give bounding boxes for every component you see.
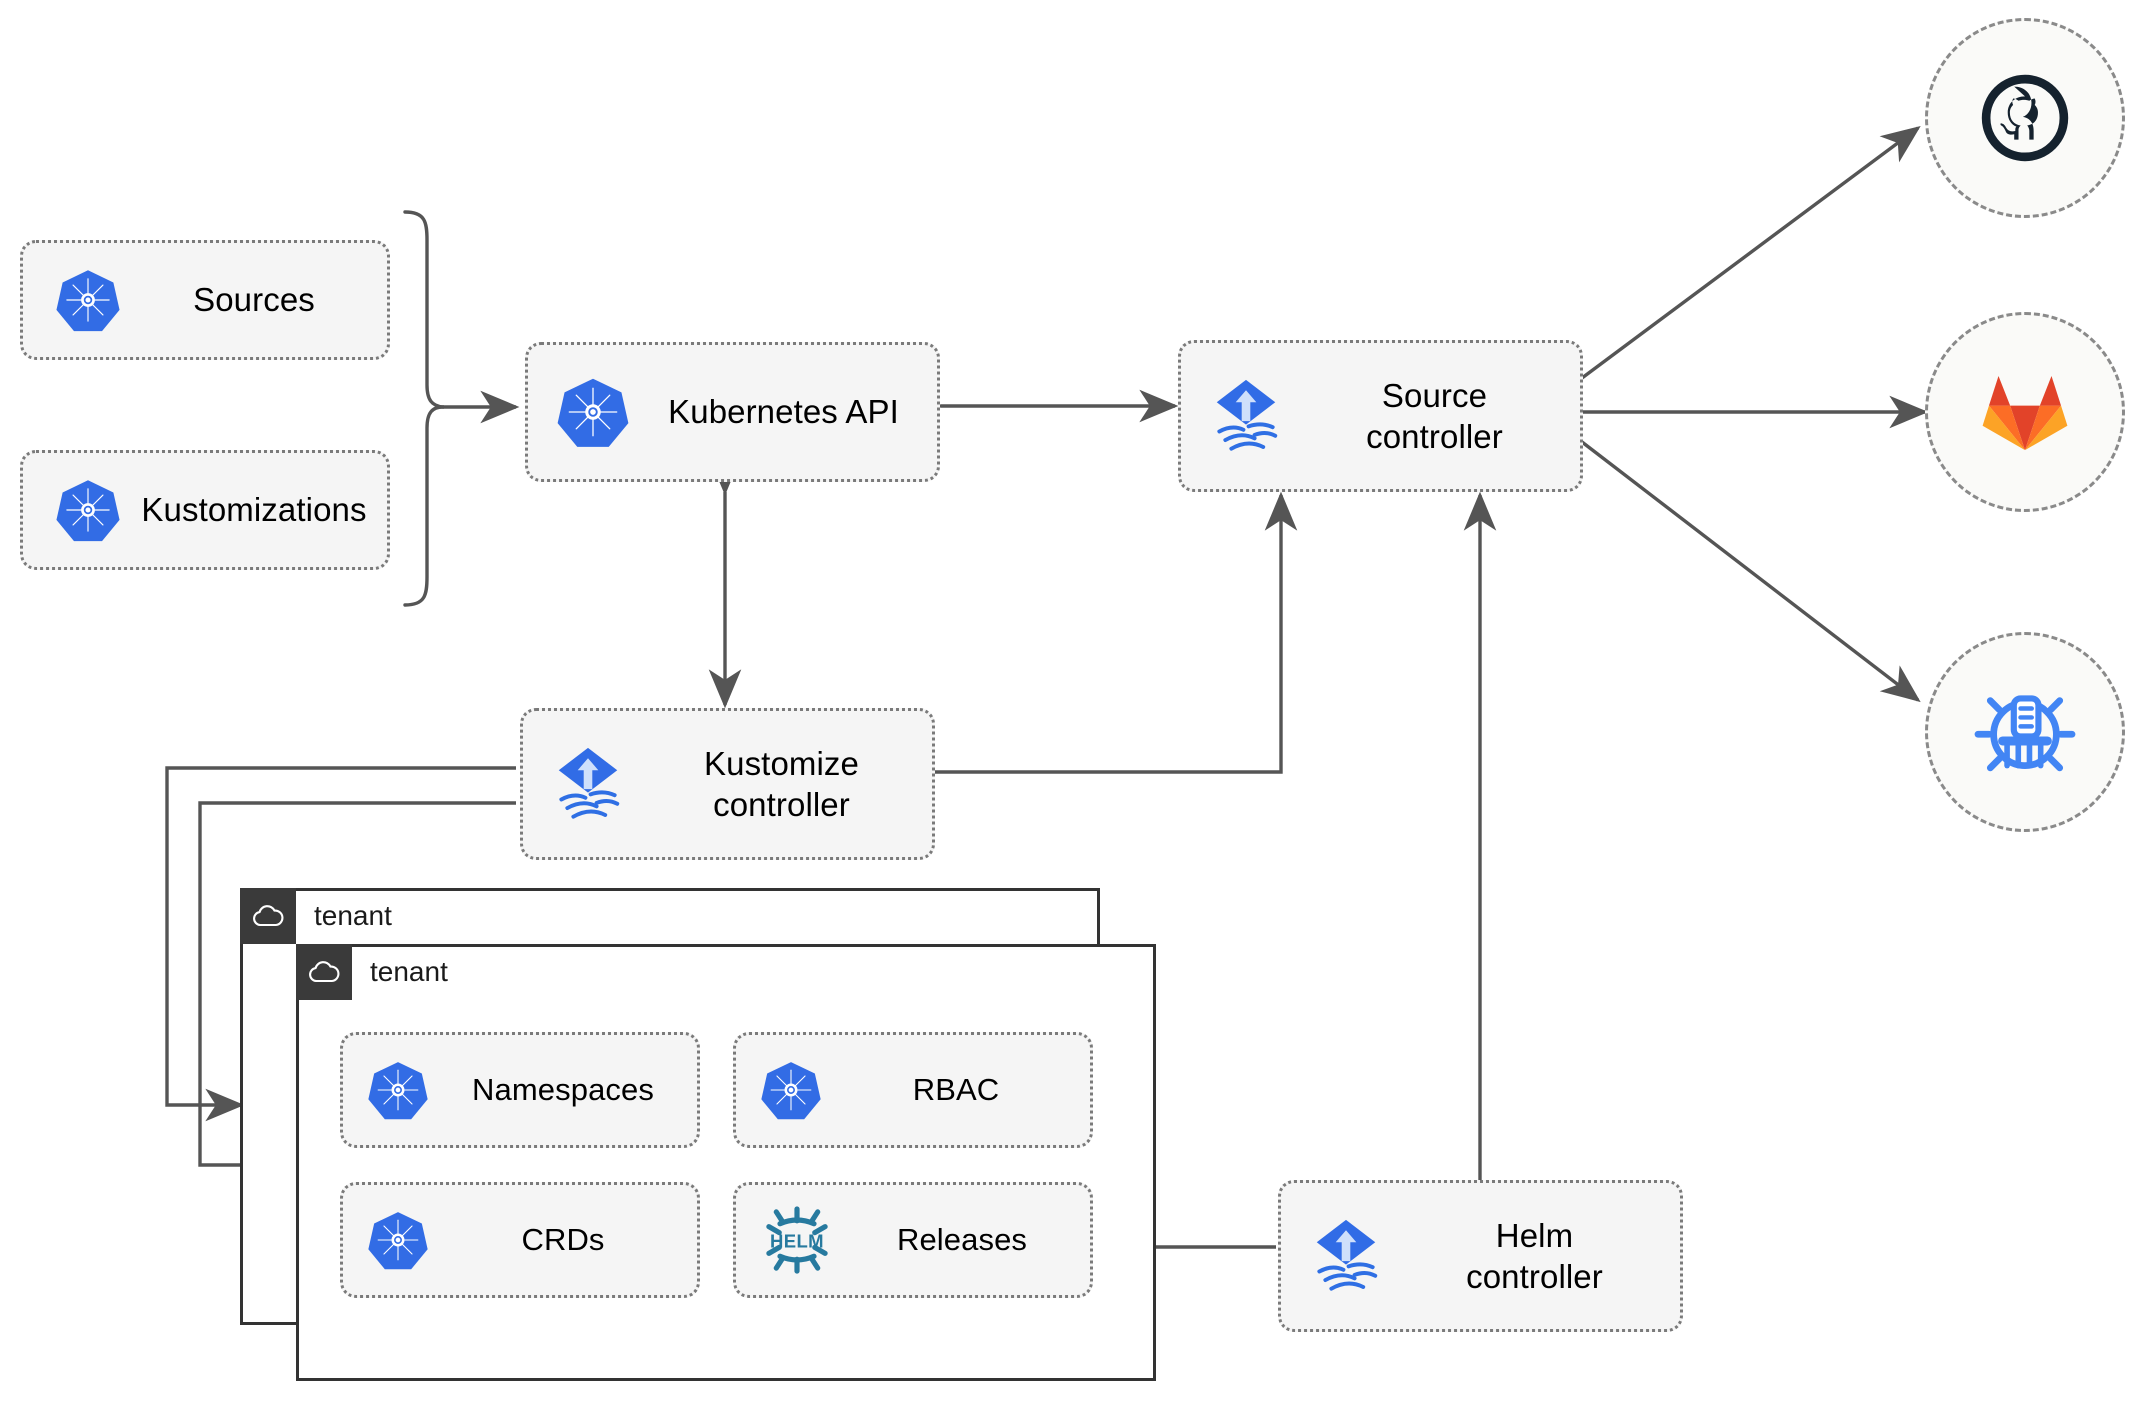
custom-resources-bracket	[403, 210, 445, 607]
gitlab-icon	[1982, 375, 2068, 451]
node-source-controller[interactable]: Source controller	[1178, 340, 1583, 492]
node-releases[interactable]: HELM Releases	[733, 1182, 1093, 1298]
node-kubernetes-api[interactable]: Kubernetes API	[525, 342, 940, 482]
flux-icon	[1303, 1213, 1389, 1299]
provider-harbor[interactable]	[1925, 632, 2125, 832]
edge-source-harbor	[1580, 440, 1921, 703]
kubernetes-icon	[556, 375, 630, 449]
harbor-icon	[1974, 695, 2076, 772]
node-label: Source controller	[1366, 376, 1503, 455]
cloud-icon	[240, 888, 296, 944]
node-helm-controller[interactable]: Helm controller	[1278, 1180, 1683, 1332]
tenant-tab: tenant	[240, 888, 392, 944]
node-label: RBAC	[912, 1071, 1000, 1107]
svg-text:HELM: HELM	[770, 1230, 824, 1251]
flux-icon	[545, 741, 631, 827]
edge-kustomize-source	[935, 491, 1298, 774]
kubernetes-icon	[760, 1059, 822, 1121]
kubernetes-icon	[367, 1059, 429, 1121]
node-label: Sources	[193, 281, 315, 319]
node-label: Releases	[896, 1221, 1028, 1257]
cloud-icon	[296, 944, 352, 1000]
node-crds[interactable]: CRDs	[340, 1182, 700, 1298]
kubernetes-icon	[367, 1209, 429, 1271]
tenant-label: tenant	[370, 956, 448, 987]
tenant-tab: tenant	[296, 944, 448, 1000]
flux-icon	[1203, 373, 1289, 459]
node-label: Namespaces	[472, 1071, 654, 1107]
node-label: Kustomize controller	[704, 744, 859, 823]
node-namespaces[interactable]: Namespaces	[340, 1032, 700, 1148]
node-rbac[interactable]: RBAC	[733, 1032, 1093, 1148]
node-kustomize-controller[interactable]: Kustomize controller	[520, 708, 935, 860]
tenant-label: tenant	[314, 900, 392, 931]
node-label: Kustomizations	[141, 491, 367, 529]
kubernetes-icon	[55, 267, 121, 333]
provider-gitlab[interactable]	[1925, 312, 2125, 512]
node-kustomizations[interactable]: Kustomizations	[20, 450, 390, 570]
edge-source-github	[1580, 125, 1921, 380]
kubernetes-icon	[55, 477, 121, 543]
node-label: Kubernetes API	[668, 393, 899, 431]
node-label: CRDs	[521, 1221, 605, 1257]
provider-github[interactable]	[1925, 18, 2125, 218]
github-icon	[1981, 74, 2069, 162]
node-label: Helm controller	[1466, 1216, 1603, 1295]
node-sources[interactable]: Sources	[20, 240, 390, 360]
tenant-panel-front[interactable]: tenant	[296, 944, 1156, 1381]
helm-icon: HELM	[760, 1204, 834, 1276]
